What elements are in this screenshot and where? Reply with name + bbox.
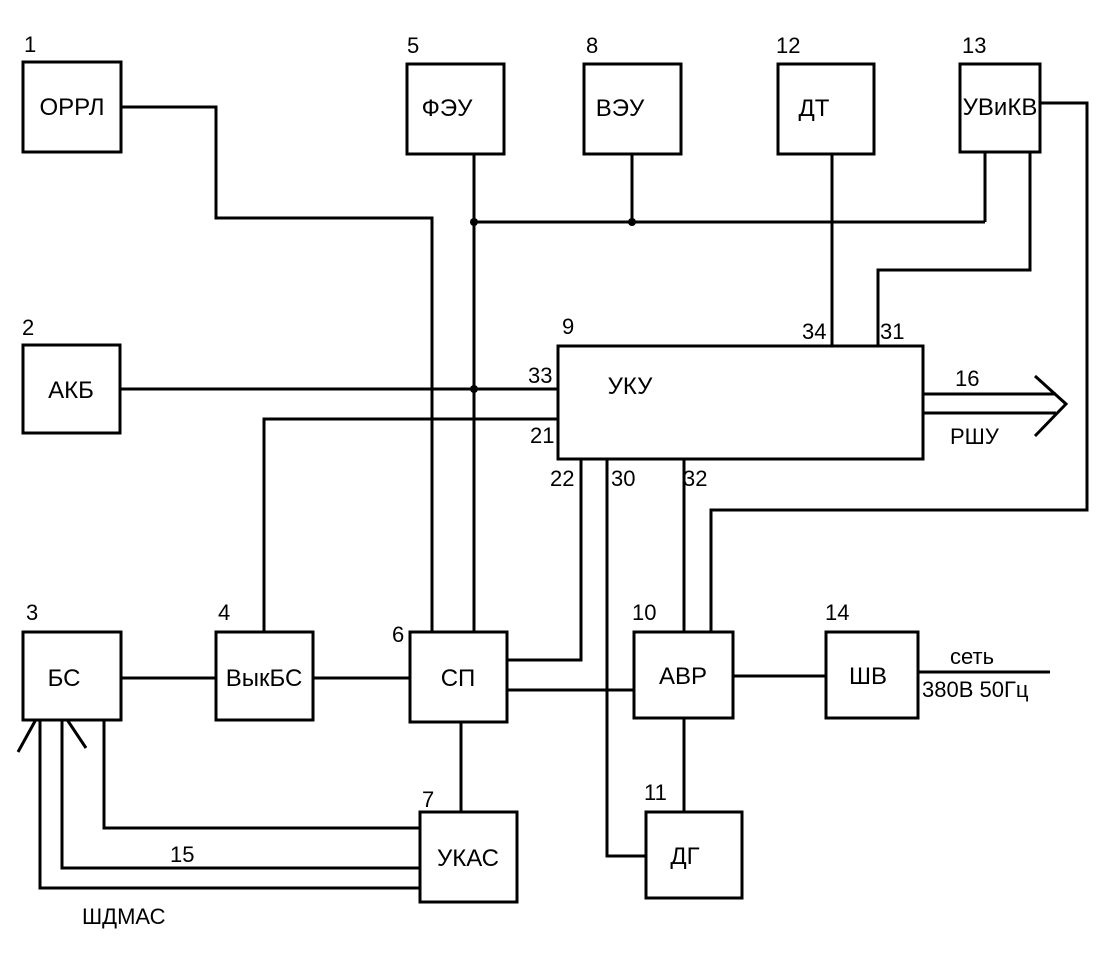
block-number: 13 <box>962 33 986 58</box>
block-number: 1 <box>24 32 36 57</box>
block-label: АКБ <box>48 377 94 404</box>
block-ukas: 7 УКАС <box>420 787 517 902</box>
block-number: 9 <box>562 314 574 339</box>
block-label: ДТ <box>799 95 830 122</box>
block-number: 14 <box>825 600 849 625</box>
block-label: УКАС <box>437 845 499 872</box>
block-label: ШВ <box>849 663 887 690</box>
wire-vykbs-uku <box>264 419 558 632</box>
mains-label-line2: 380В 50Гц <box>922 677 1029 702</box>
bus-16-number: 16 <box>955 366 979 391</box>
port-33-label: 33 <box>528 363 552 388</box>
block-number: 5 <box>407 33 419 58</box>
connection-lines <box>18 103 1087 888</box>
junction-dot <box>470 218 478 226</box>
block-uku: 9 УКУ 33 21 34 31 22 30 32 <box>528 314 923 491</box>
block-label: СП <box>441 665 476 692</box>
junction-dot <box>470 385 478 393</box>
block-number: 10 <box>632 600 656 625</box>
wire-bus-shdmas <box>40 710 420 888</box>
block-label: ФЭУ <box>422 95 473 122</box>
block-number: 11 <box>644 780 667 805</box>
block-number: 6 <box>392 622 404 647</box>
block-number: 2 <box>22 315 34 340</box>
block-veu: 8 ВЭУ <box>584 33 681 154</box>
block-dt: 12 ДТ <box>776 33 874 154</box>
block-number: 3 <box>26 600 38 625</box>
block-label: ОРРЛ <box>39 94 104 121</box>
block-label: ВЭУ <box>596 95 645 122</box>
block-uvikv: 13 УВиКВ <box>960 33 1040 152</box>
port-30-label: 30 <box>611 466 635 491</box>
bus-15-number: 15 <box>170 842 194 867</box>
junction-dot <box>628 218 636 226</box>
block-shv: 14 ШВ <box>825 600 918 718</box>
port-22-label: 22 <box>550 466 574 491</box>
port-32-label: 32 <box>683 466 707 491</box>
block-number: 7 <box>422 787 434 812</box>
block-label: БС <box>48 665 81 692</box>
block-label: ВыкБС <box>226 665 303 692</box>
mains-label-line1: сеть <box>950 644 994 669</box>
block-label: УКУ <box>608 373 653 400</box>
wire-bs-ukas <box>104 720 420 828</box>
bus-16-label: РШУ <box>950 424 1000 449</box>
block-bs: 3 БС <box>23 600 121 720</box>
block-label: АВР <box>659 663 707 690</box>
block-sp: 6 СП <box>392 622 507 722</box>
block-number: 12 <box>776 33 800 58</box>
wire-orrl-sp <box>121 107 432 632</box>
block-label: ДГ <box>670 843 699 870</box>
block-number: 8 <box>586 33 598 58</box>
block-number: 4 <box>218 600 230 625</box>
block-akb: 2 АКБ <box>22 315 120 433</box>
port-31-label: 31 <box>880 319 904 344</box>
block-dg: 11 ДГ <box>644 780 742 898</box>
bus-shdmas-label: ШДМАС <box>82 904 166 929</box>
port-34-label: 34 <box>802 319 826 344</box>
arrowhead-rshu <box>1035 376 1066 436</box>
port-21-label: 21 <box>530 423 554 448</box>
wire-uvikv-uku <box>878 152 1030 346</box>
block-feu: 5 ФЭУ <box>407 33 504 154</box>
block-orrl: 1 ОРРЛ <box>23 32 121 152</box>
block-label: УВиКВ <box>963 94 1038 121</box>
